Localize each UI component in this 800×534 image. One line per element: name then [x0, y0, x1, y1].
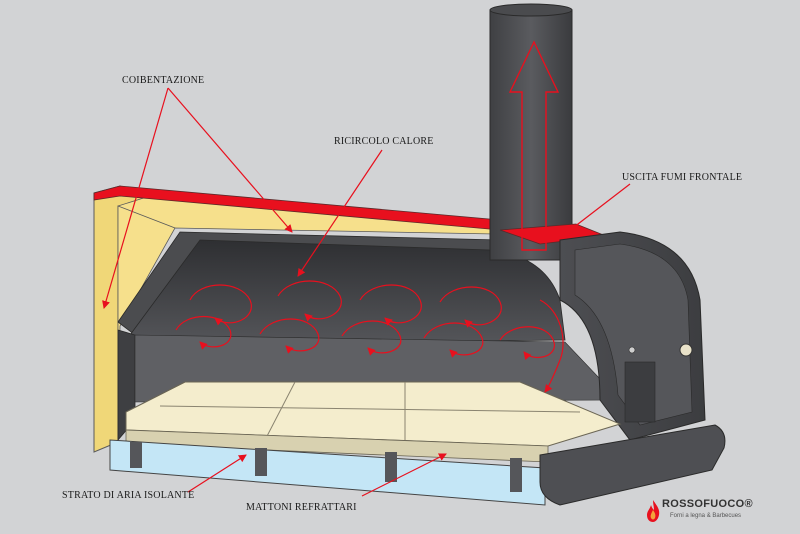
air-gap	[109, 439, 546, 506]
label-uscita-fumi-frontale: USCITA FUMI FRONTALE	[622, 172, 743, 183]
thermometer-icon	[679, 343, 693, 357]
label-strato-di-aria-isolante: STRATO DI ARIA ISOLANTE	[62, 490, 195, 501]
front-base	[539, 424, 726, 506]
label-coibentazione: COIBENTAZIONE	[122, 75, 205, 86]
leader-lines	[102, 87, 631, 497]
brand-logo: ROSSOFUOCO® Forni a legna & Barbecues	[640, 496, 780, 526]
label-mattoni-refrattari: MATTONI REFRATTARI	[246, 502, 357, 513]
insulation-layer	[93, 185, 501, 453]
front-frame	[559, 231, 706, 441]
heat-recirculation-arrows	[175, 280, 564, 393]
logo-brand-text: ROSSOFUOCO®	[662, 498, 753, 510]
oven-shell	[117, 231, 621, 442]
chimney	[489, 3, 607, 261]
smoke-flow-arrow	[508, 40, 560, 251]
label-ricircolo-calore: RICIRCOLO CALORE	[334, 136, 434, 147]
logo-tagline: Forni a legna & Barbecues	[670, 513, 742, 519]
flame-logo-icon	[647, 500, 660, 522]
